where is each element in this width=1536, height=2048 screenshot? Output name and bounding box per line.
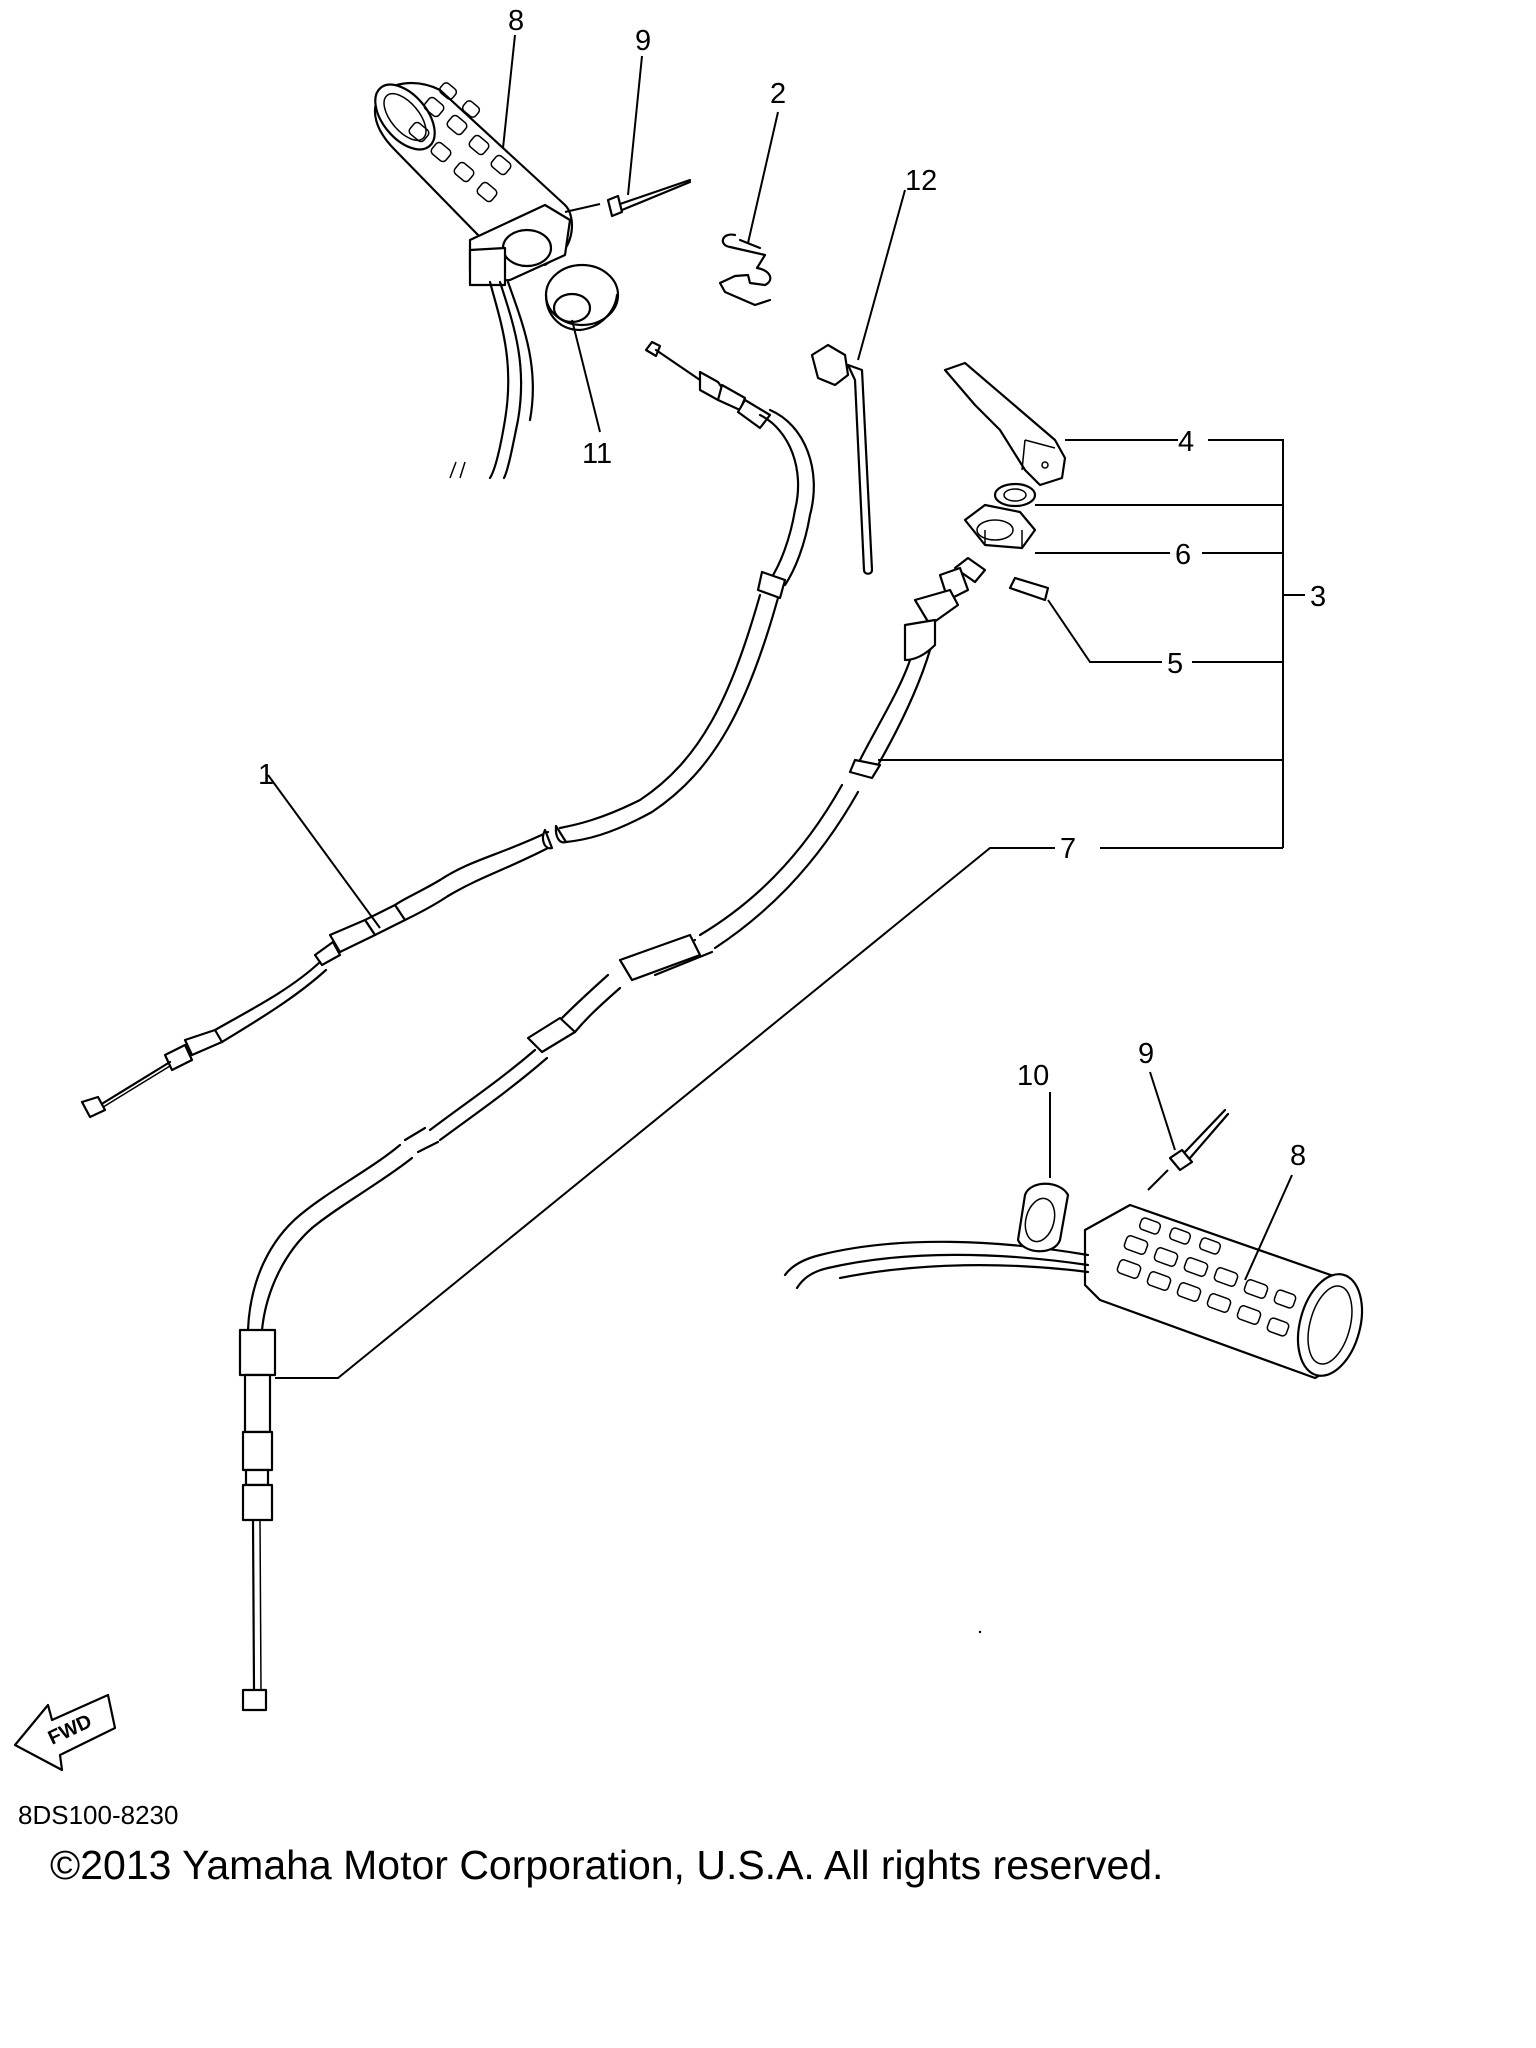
grip-lower (783, 1203, 1364, 1380)
callout-numbers: 8 9 2 12 11 4 6 3 5 1 7 10 9 8 (258, 5, 1326, 1172)
washer (993, 482, 1037, 508)
screw-upper (564, 178, 692, 218)
pin (1008, 576, 1050, 602)
callout-9-top: 9 (635, 25, 651, 57)
fwd-arrow-icon: FWD (13, 1693, 117, 1772)
leader-lines (267, 34, 1305, 1379)
callout-2: 2 (770, 78, 786, 110)
callout-11: 11 (582, 438, 612, 470)
clip-spring (718, 233, 772, 307)
callout-1: 1 (258, 759, 274, 791)
screw-lower (1147, 1108, 1230, 1191)
copyright: ©2013 Yamaha Motor Corporation, U.S.A. A… (50, 1842, 1164, 1888)
nut (963, 503, 1037, 550)
drawing-code: 8DS100-8230 (18, 1800, 179, 1830)
callout-9-bottom: 9 (1138, 1038, 1154, 1070)
callout-8-top: 8 (508, 5, 524, 37)
callout-3: 3 (1310, 581, 1326, 613)
callout-10: 10 (1017, 1060, 1049, 1092)
tie-strap (810, 343, 874, 575)
cable-1 (80, 340, 815, 1119)
cable-7 (238, 556, 987, 1712)
callout-7: 7 (1060, 833, 1076, 865)
bracket (943, 361, 1067, 487)
stray-dot (978, 1630, 982, 1634)
grip-upper (373, 81, 573, 480)
collar-upper (544, 263, 620, 332)
collar-lower (1016, 1182, 1070, 1253)
callout-8-bottom: 8 (1290, 1140, 1306, 1172)
callout-6: 6 (1175, 539, 1191, 571)
callout-5: 5 (1167, 648, 1183, 680)
callout-4: 4 (1178, 426, 1194, 458)
callout-12: 12 (905, 165, 937, 197)
